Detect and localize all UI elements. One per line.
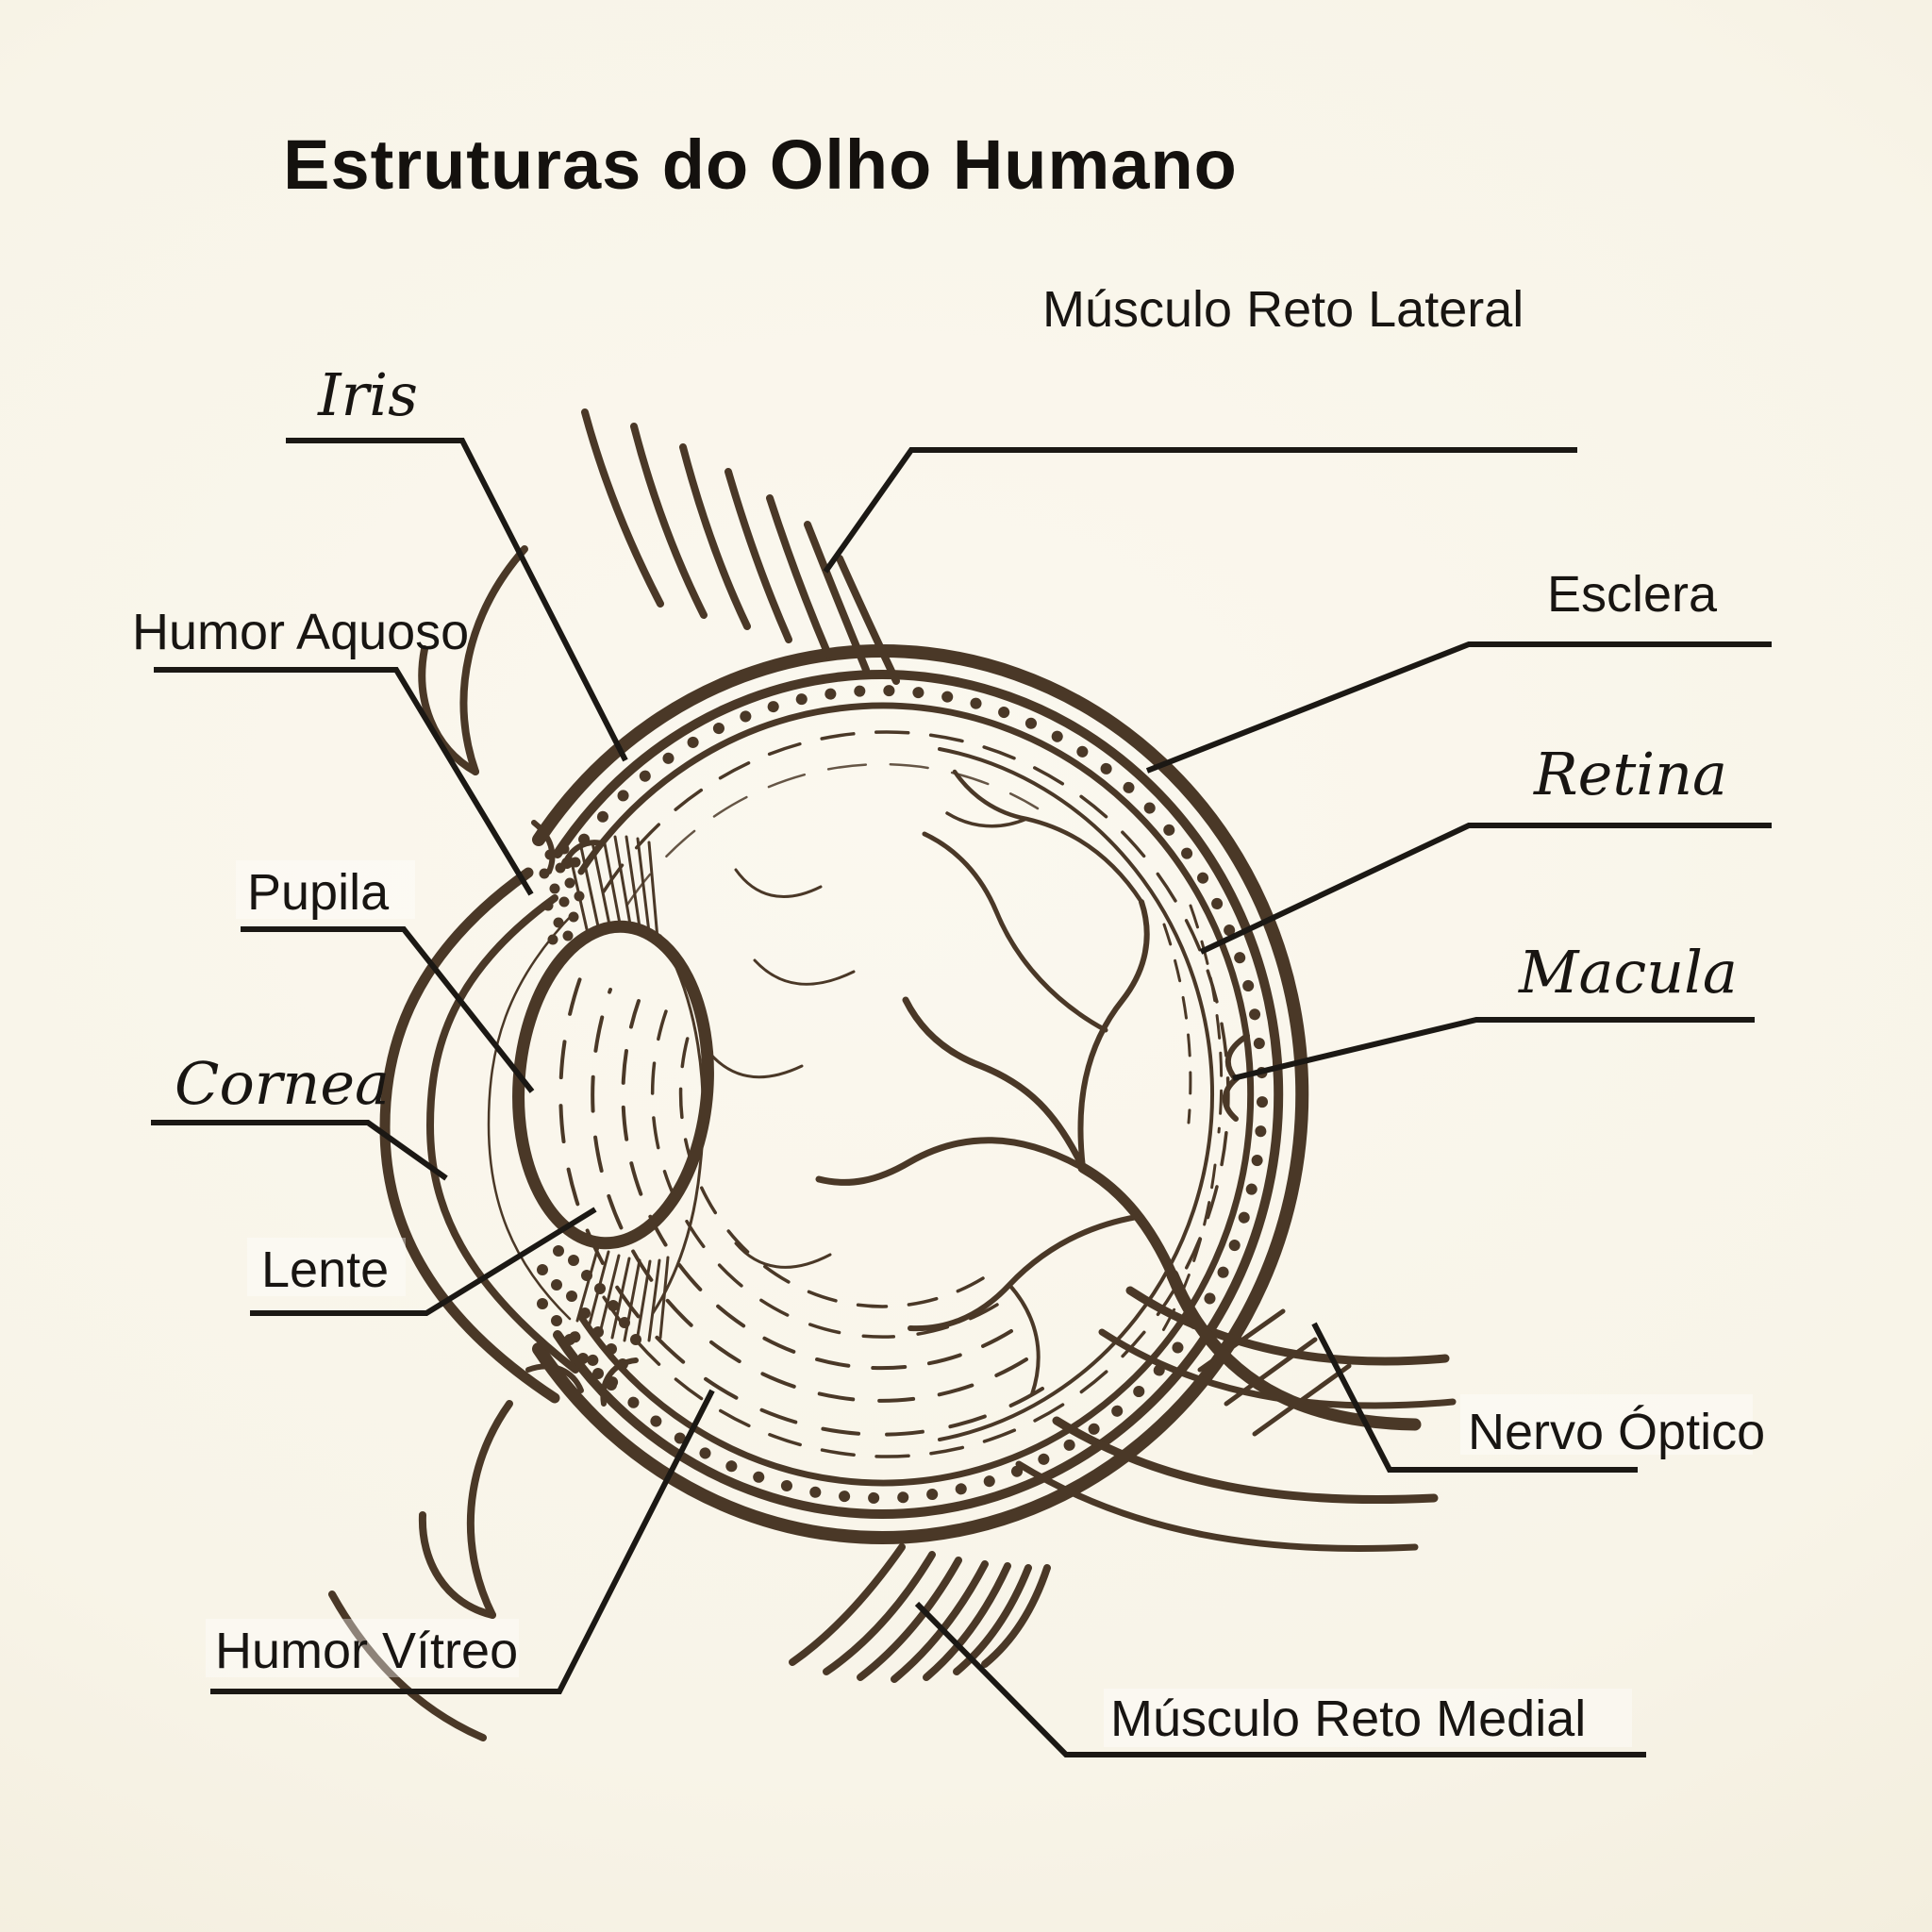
optic-nerve-shape xyxy=(1015,1269,1457,1553)
humor-vitreo-leader-line xyxy=(210,1389,715,1694)
nervo-optico-label-text: Nervo Óptico xyxy=(1468,1404,1765,1460)
esclera-leader-line xyxy=(1145,641,1772,774)
nervo-optico-label-backdrop xyxy=(1460,1394,1753,1455)
label-humor-vitreo: Humor Vítreo xyxy=(206,1389,715,1694)
eyeball-drawing xyxy=(328,408,1457,1741)
retina-label-text: Retina xyxy=(1533,740,1727,808)
lens-shape xyxy=(512,920,714,1250)
sclera-inner-ring xyxy=(577,702,1255,1487)
label-iris: Iris xyxy=(286,360,628,762)
label-humor-aquoso: Humor Aquoso xyxy=(132,604,534,896)
label-macula: Macula xyxy=(1232,938,1755,1081)
label-musculo-reto-lateral: Músculo Reto Lateral xyxy=(823,281,1577,574)
superior-muscle-fibers xyxy=(581,408,900,685)
label-nervo-optico: Nervo Óptico xyxy=(1311,1322,1765,1473)
lente-label-backdrop xyxy=(247,1238,406,1296)
humor-aquoso-label-text: Humor Aquoso xyxy=(132,604,469,660)
vitreous-dashed-arcs xyxy=(558,976,1044,1437)
cornea-label-text: Cornea xyxy=(175,1049,390,1118)
musculo-reto-lateral-leader-line xyxy=(823,447,1577,574)
lente-leader-line xyxy=(250,1207,597,1316)
humor-aquoso-leader-line xyxy=(154,667,534,896)
musculo-reto-medial-leader-line xyxy=(914,1601,1646,1757)
pupila-leader-line xyxy=(241,926,535,1093)
musculo-reto-medial-label-text: Músculo Reto Medial xyxy=(1110,1690,1586,1747)
hyaloid-arc xyxy=(625,762,1040,907)
page-title: Estruturas do Olho Humano xyxy=(283,125,1238,204)
ciliary-hooks xyxy=(525,820,639,1407)
label-cornea: Cornea xyxy=(151,1049,448,1181)
retina-hatch xyxy=(1160,904,1224,1334)
retina-leader-line xyxy=(1199,823,1772,955)
label-retina: Retina xyxy=(1199,740,1772,955)
musculo-reto-medial-label-backdrop xyxy=(1104,1689,1632,1747)
nervo-optico-leader-line xyxy=(1311,1322,1638,1473)
label-musculo-reto-medial: Músculo Reto Medial xyxy=(914,1601,1646,1757)
label-esclera: Esclera xyxy=(1145,566,1772,774)
pupila-label-text: Pupila xyxy=(247,864,390,921)
posterior-lens-face xyxy=(651,934,705,1315)
pupila-label-backdrop xyxy=(236,860,415,919)
musculo-reto-lateral-label-text: Músculo Reto Lateral xyxy=(1042,281,1524,338)
esclera-label-text: Esclera xyxy=(1547,566,1718,623)
macula-leader-line xyxy=(1232,1017,1755,1081)
label-pupila: Pupila xyxy=(236,860,535,1093)
flourish-curves xyxy=(328,545,528,1741)
choroid-dotted-band xyxy=(561,685,1269,1504)
sclera-outer-ring xyxy=(532,644,1309,1544)
sclera-middle-ring xyxy=(553,670,1284,1519)
humor-vitreo-label-text: Humor Vítreo xyxy=(215,1623,518,1679)
iris-leader-line xyxy=(286,438,628,762)
iris-label-text: Iris xyxy=(317,360,418,429)
retinal-vessels xyxy=(708,769,1178,1396)
humor-vitreo-label-backdrop xyxy=(206,1619,519,1677)
macula-label-text: Macula xyxy=(1518,938,1738,1007)
lente-label-text: Lente xyxy=(261,1241,389,1298)
retina-inner-line xyxy=(938,747,1214,1441)
label-lente: Lente xyxy=(247,1207,597,1316)
cornea-shape xyxy=(379,867,579,1404)
cornea-leader-line xyxy=(151,1120,448,1181)
inferior-muscle-fibers xyxy=(789,1543,1051,1683)
